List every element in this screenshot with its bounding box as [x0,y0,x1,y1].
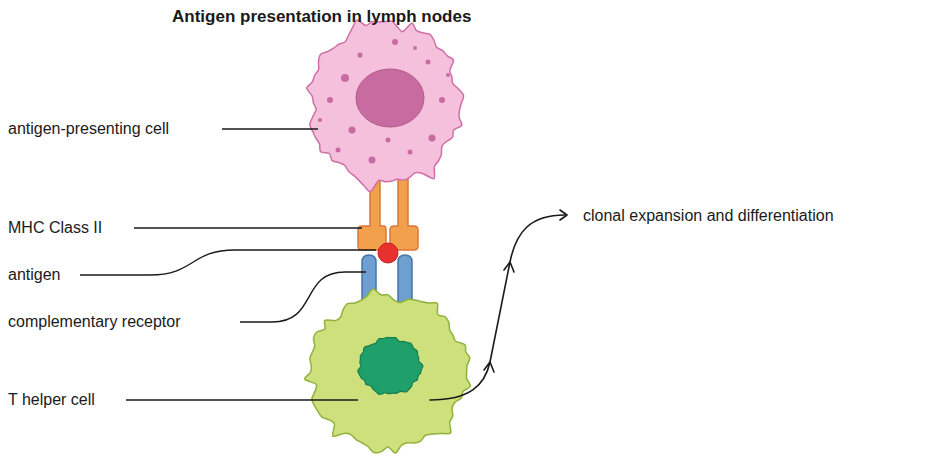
arrow-head [484,362,494,372]
cell-granule [392,39,398,45]
cell-granule [446,73,450,77]
arrow-head [504,262,514,272]
cell-granule [386,138,391,143]
cell-granule [341,74,349,82]
part-label: complementary receptor [8,312,181,332]
part-label: T helper cell [8,390,95,410]
part-label: antigen [8,265,61,285]
progression-arrow [430,215,565,400]
leader-line [80,250,376,275]
cell-granule [318,118,322,122]
antigen-particle [378,243,398,263]
cell-granule [336,148,341,153]
mhc-molecule [390,178,418,250]
leader-line [240,272,366,322]
cell-granule [408,150,413,155]
cell-granule [429,135,436,142]
cell-granule [358,53,363,58]
cell-granule [439,97,445,103]
part-label: antigen-presenting cell [8,119,169,139]
apc-cell [307,20,464,191]
part-label: clonal expansion and differentiation [583,206,834,226]
cell-granule [426,60,431,65]
t-helper-cell [305,289,471,453]
cell-granule [413,46,417,50]
leader-line [126,399,358,400]
t-cell-nucleus [358,337,423,394]
tcr-receptor [398,255,412,305]
arrow-head [560,210,567,220]
cell-granule [327,97,333,103]
apc-nucleus [356,69,424,127]
part-label: MHC Class II [8,218,102,238]
cell-granule [349,127,356,134]
cell-granule [369,157,376,164]
leader-line [134,227,362,228]
leader-line [222,128,318,129]
diagram-title: Antigen presentation in lymph nodes [172,6,471,28]
